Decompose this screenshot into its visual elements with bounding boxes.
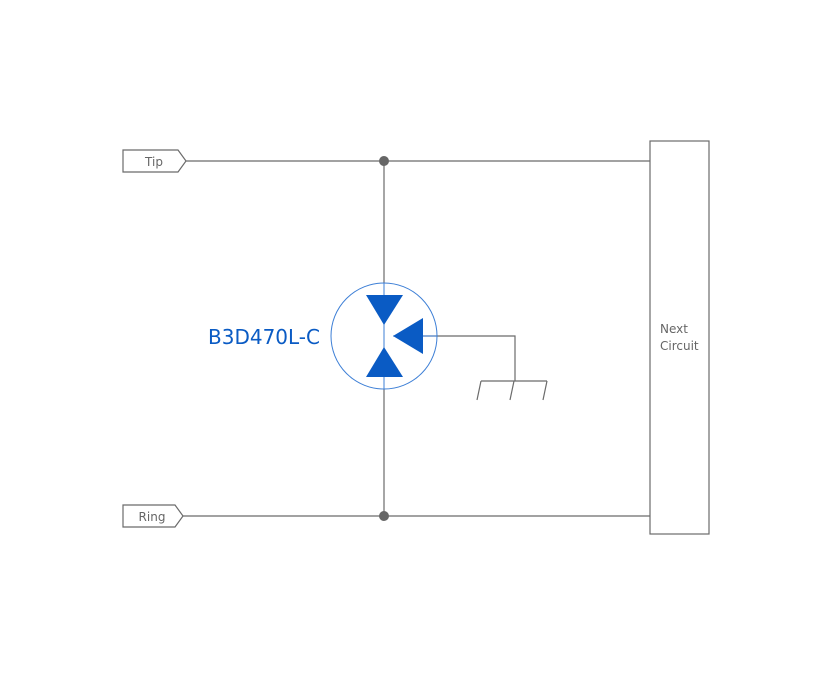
tvs-triangle-bottom — [366, 347, 403, 377]
next-circuit-line2: Circuit — [660, 339, 699, 353]
tip-label: Tip — [144, 155, 163, 169]
ring-junction-dot — [379, 511, 389, 521]
next-circuit-box — [649, 140, 710, 535]
device-label: B3D470L-C — [208, 325, 320, 349]
ground-hatch — [476, 380, 482, 401]
ground-hatch — [509, 380, 515, 401]
next-circuit-line1: Next — [660, 322, 688, 336]
ring-label: Ring — [139, 510, 166, 524]
ground-wire — [423, 335, 516, 381]
ground-hatch — [542, 380, 548, 401]
tip-junction-dot — [379, 156, 389, 166]
tvs-triangle-right — [393, 318, 423, 354]
tip-connector — [122, 149, 187, 173]
tvs-triangle-top — [366, 295, 403, 325]
ring-connector — [122, 504, 184, 528]
